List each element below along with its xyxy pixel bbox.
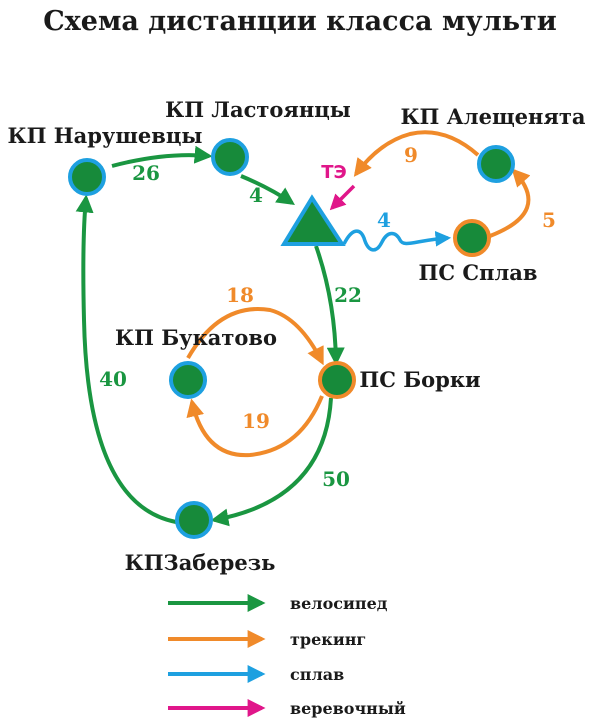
legend: велосипед трекинг сплав веревочный bbox=[168, 594, 406, 718]
node-zaberez bbox=[175, 501, 213, 539]
start-triangle bbox=[280, 194, 346, 246]
te-label: ТЭ bbox=[321, 162, 347, 183]
edge-label-zaberez-narushevtsy: 40 bbox=[99, 367, 127, 391]
node-borki bbox=[318, 361, 356, 399]
node-splav bbox=[453, 219, 491, 257]
edge-label-26: 26 bbox=[132, 161, 160, 185]
edge-start-borki bbox=[314, 245, 345, 366]
edge-borki-bukatovo bbox=[186, 395, 324, 458]
label-lastoyantsy: КП Ластоянцы bbox=[165, 97, 351, 122]
edge-label-splav-aleshchenyata: 5 bbox=[542, 208, 556, 232]
node-aleshchenyata bbox=[477, 145, 515, 183]
edge-lastoyantsy-start bbox=[240, 174, 295, 206]
edge-label-borki-bukatovo: 19 bbox=[242, 409, 270, 433]
node-lastoyantsy bbox=[211, 138, 249, 176]
diagram-title: Схема дистанции класса мульти bbox=[43, 6, 557, 37]
label-borki: ПС Борки bbox=[359, 367, 480, 392]
label-aleshchenyata: КП Алещенята bbox=[400, 104, 585, 129]
label-zaberez: КПЗаберезь bbox=[125, 550, 276, 575]
edge-start-splav bbox=[342, 229, 452, 252]
legend-label-splav: сплав bbox=[290, 665, 344, 684]
legend-label-bike: велосипед bbox=[290, 594, 388, 613]
node-narushevtsy bbox=[68, 158, 106, 196]
legend-label-trekking: трекинг bbox=[290, 630, 366, 649]
edge-aleshchenyata-start bbox=[353, 130, 480, 177]
edge-label-start-splav: 4 bbox=[377, 208, 391, 232]
edge-label-bukatovo-borki: 18 bbox=[226, 283, 254, 307]
edge-borki-zaberez bbox=[210, 397, 333, 527]
edge-splav-aleshchenyata bbox=[489, 168, 531, 238]
edge-bukatovo-borki bbox=[186, 307, 324, 366]
edge-narushevtsy-lastoyantsy bbox=[111, 145, 213, 168]
edge-zaberez-narushevtsy bbox=[75, 194, 177, 524]
label-bukatovo: КП Букатово bbox=[115, 325, 277, 350]
legend-label-rope: веревочный bbox=[290, 699, 406, 718]
edge-label-start-borki: 22 bbox=[334, 283, 362, 307]
edge-label-lastoyantsy-start: 4 bbox=[249, 183, 263, 207]
node-bukatovo bbox=[169, 361, 207, 399]
edge-label-borki-zaberez: 50 bbox=[322, 467, 350, 491]
edge-label-aleshchenyata-start: 9 bbox=[404, 143, 418, 167]
label-splav: ПС Сплав bbox=[419, 260, 538, 285]
edge-rope-te bbox=[329, 184, 356, 211]
label-narushevtsy: КП Нарушевцы bbox=[8, 123, 203, 148]
